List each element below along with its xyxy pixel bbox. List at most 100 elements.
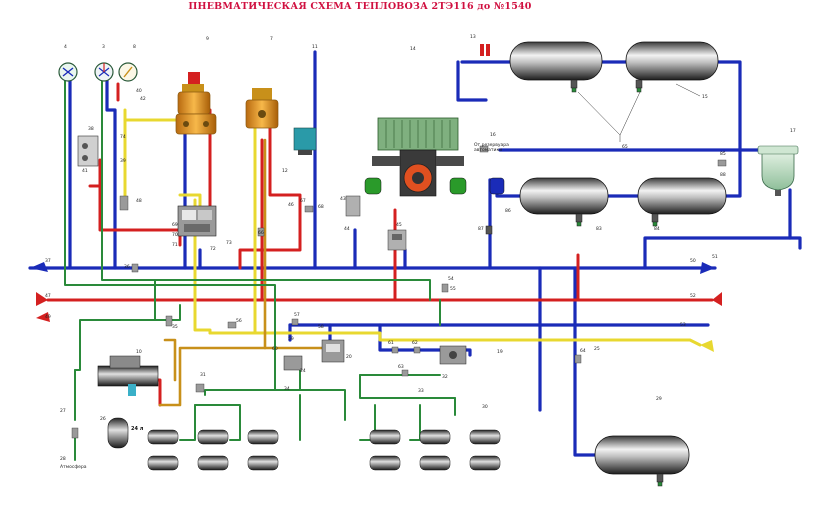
svg-text:68: 68 [318,204,324,210]
svg-text:15: 15 [702,94,708,100]
svg-text:36: 36 [124,264,130,270]
svg-text:43: 43 [340,196,346,202]
svg-text:9: 9 [206,36,209,42]
svg-text:47: 47 [45,293,51,299]
brake-cylinder-block-24 [321,339,345,363]
svg-text:49: 49 [45,314,51,320]
brake-line [46,82,714,407]
svg-text:14: 14 [410,46,416,52]
svg-text:45: 45 [396,222,402,228]
svg-text:46: 46 [288,202,294,208]
svg-text:52: 52 [690,293,696,299]
svg-text:38: 38 [88,126,94,132]
label-automatics: автоматики [474,148,502,153]
svg-text:48: 48 [136,198,142,204]
svg-text:53: 53 [680,322,686,328]
svg-text:16: 16 [490,132,496,138]
svg-text:85: 85 [720,151,726,157]
svg-text:83: 83 [596,226,602,232]
compressor [364,117,467,197]
svg-text:51: 51 [712,254,718,260]
svg-text:41: 41 [82,168,88,174]
svg-text:44: 44 [344,226,350,232]
svg-text:39: 39 [120,158,126,164]
svg-text:28: 28 [60,456,66,462]
svg-text:35: 35 [172,324,178,330]
svg-text:84: 84 [654,226,660,232]
reference-numbers: 4 3 9 8 7 11 14 13 15 16 17 65 84 83 85 … [45,34,796,462]
moisture-separator [757,145,799,196]
svg-text:86: 86 [505,208,511,214]
svg-text:67: 67 [300,198,306,204]
svg-text:73: 73 [226,240,232,246]
svg-text:10: 10 [136,349,142,355]
svg-text:60: 60 [272,346,278,352]
svg-text:59: 59 [288,336,294,342]
svg-text:32: 32 [442,374,448,380]
svg-text:42: 42 [140,96,146,102]
svg-text:33: 33 [418,388,424,394]
valve-47 [283,355,303,371]
svg-text:19: 19 [497,349,503,355]
svg-text:57: 57 [294,312,300,318]
svg-text:30: 30 [482,404,488,410]
svg-text:20: 20 [346,354,352,360]
svg-text:27: 27 [60,408,66,414]
label-volume: 24 л [131,426,144,432]
leader-lines [577,83,701,142]
main-reservoir-2 [625,41,719,81]
svg-text:56: 56 [236,318,242,324]
brake-cylinders-left [147,429,279,471]
svg-text:61: 61 [388,340,394,346]
label-atmosphere: Атмосфера [60,464,87,470]
svg-text:72: 72 [210,246,216,252]
svg-text:31: 31 [200,372,206,378]
electro-pneumatic-valve-11 [293,127,317,155]
svg-text:62: 62 [412,340,418,346]
yellow-line [123,98,702,347]
svg-text:17: 17 [790,128,796,134]
svg-text:55: 55 [450,286,456,292]
aux-brake-valve-254 [245,88,279,129]
gauge-3 [118,62,138,82]
block-37 [387,229,407,251]
gauge-1 [58,62,78,82]
svg-text:25: 25 [594,346,600,352]
gauge-2 [94,62,114,82]
orange-line [158,138,332,407]
svg-text:63: 63 [398,364,404,370]
air-distributor [97,355,159,396]
svg-text:34: 34 [284,386,290,392]
block-13 [345,195,361,217]
valve-block-38 [77,135,99,167]
svg-text:37: 37 [45,258,51,264]
svg-text:29: 29 [656,396,662,402]
governor-blue [489,177,505,195]
svg-text:74: 74 [120,134,126,140]
svg-text:69: 69 [172,222,178,228]
main-reservoir-3 [519,177,609,215]
driver-brake-valve-395 [175,72,217,135]
svg-text:13: 13 [470,34,476,40]
fittings [71,145,727,439]
label-to-reservoir: От резервуара [474,142,509,148]
svg-text:12: 12 [282,168,288,174]
svg-text:40: 40 [136,88,142,94]
svg-text:7: 7 [270,36,273,42]
svg-text:65: 65 [622,144,628,150]
main-reservoir-1 [509,41,603,81]
svg-text:11: 11 [312,44,318,50]
svg-text:66: 66 [258,230,264,236]
svg-text:54: 54 [448,276,454,282]
svg-text:3: 3 [102,44,105,50]
svg-text:26: 26 [100,416,106,422]
svg-text:64: 64 [580,348,586,354]
svg-text:71: 71 [172,242,178,248]
svg-text:70: 70 [172,232,178,238]
main-reservoir-5 [594,435,690,475]
brake-cylinders-right [369,429,501,471]
main-air-line [28,50,802,457]
svg-text:87: 87 [478,226,484,232]
relay-valve-20 [439,345,467,365]
